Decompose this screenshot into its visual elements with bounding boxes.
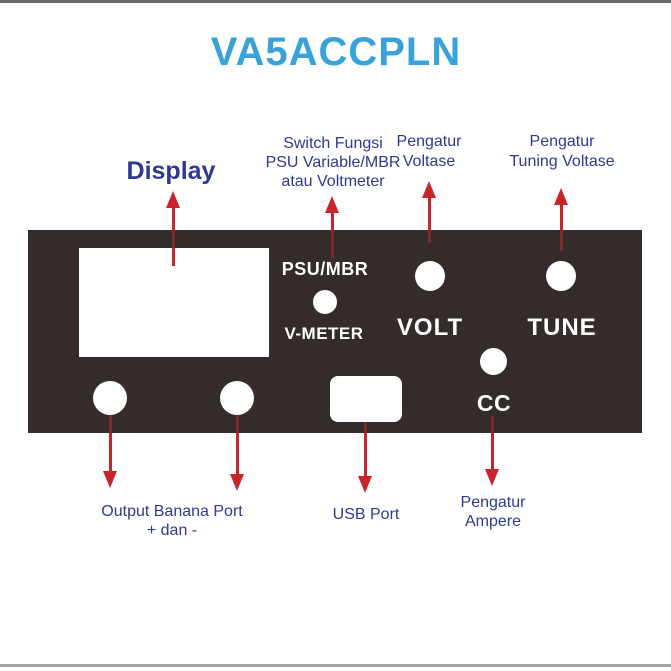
annotation-line: Pengatur: [529, 133, 595, 150]
ampere-adjust-annotation: Pengatur Ampere: [461, 493, 526, 531]
cc-knob: [480, 348, 507, 375]
annotation-line: Pengatur: [396, 133, 462, 150]
annotation-line: Output Banana Port: [101, 503, 243, 520]
annotation-line: Ampere: [464, 513, 522, 530]
usb-annotation: USB Port: [332, 506, 400, 523]
annotation-line: atau Voltmeter: [281, 173, 385, 190]
display-annotation: Display: [126, 157, 216, 185]
annotation-line: + dan -: [146, 522, 198, 539]
banana-port-positive: [93, 381, 127, 415]
voltage-adjust-annotation: Pengatur Voltase: [397, 132, 462, 172]
volt-knob: [415, 261, 445, 291]
tune-knob: [546, 261, 576, 291]
annotation-line: Tuning Voltase: [509, 153, 615, 170]
annotation-line: Pengatur: [460, 494, 526, 511]
psu-vmeter-switch: [313, 290, 337, 314]
cc-label: CC: [476, 390, 512, 416]
switch-function-annotation: Switch Fungsi PSU Variable/MBR atau Volt…: [266, 134, 401, 191]
annotation-line: Switch Fungsi: [283, 135, 383, 152]
annotation-line: Voltase: [402, 153, 456, 170]
front-panel: PSU/MBR V-METER VOLT TUNE CC: [28, 230, 642, 433]
annotation-line: PSU Variable/MBR: [265, 154, 401, 171]
top-border-line: [0, 0, 671, 3]
v-meter-label: V-METER: [284, 324, 364, 343]
tuning-adjust-annotation: Pengatur Tuning Voltase: [509, 132, 614, 172]
psu-mbr-label: PSU/MBR: [281, 259, 369, 279]
product-title: VA5ACCPLN: [210, 30, 462, 74]
usb-port: [330, 376, 402, 422]
bottom-border-line: [0, 664, 671, 667]
tune-label: TUNE: [527, 314, 597, 341]
banana-port-negative: [220, 381, 254, 415]
volt-label: VOLT: [396, 314, 464, 341]
display-screen: [79, 248, 269, 357]
banana-output-annotation: Output Banana Port + dan -: [101, 502, 242, 540]
